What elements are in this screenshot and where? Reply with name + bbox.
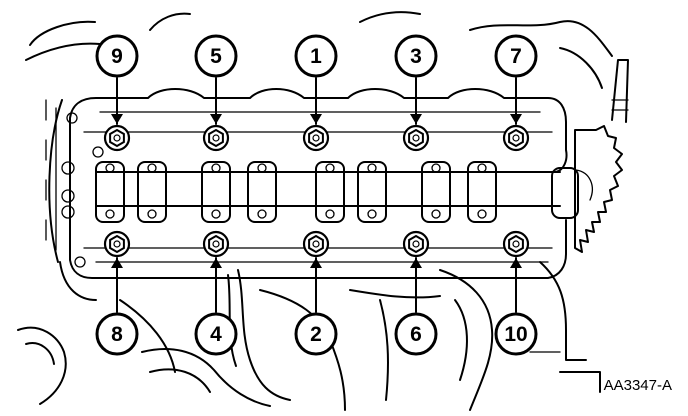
callout-bubble [194,34,238,78]
bearing-cap [247,161,277,223]
bearing-cap-stud [257,209,267,219]
callout-bubble [194,312,238,356]
bearing-cap-stud [147,209,157,219]
bearing-cap [357,161,387,223]
callout-bubble [394,34,438,78]
head-bolt-5 [202,124,230,152]
bolt-callout-6: 6 [394,230,438,356]
callout-bubble [294,34,338,78]
bearing-cap-stud [257,163,267,173]
callout-bubble [95,312,139,356]
bolt-callout-8: 8 [95,230,139,356]
callout-number: 7 [510,45,522,68]
head-bolt-6 [402,230,430,258]
bearing-cap-stud [325,163,335,173]
callout-number: 10 [504,323,527,346]
bearing-cap-stud [477,209,487,219]
bolt-callout-2: 2 [294,230,338,356]
leader-arrowhead [111,114,123,124]
left-end-bosses [61,112,104,268]
bearing-cap-stud [367,209,377,219]
callout-number: 6 [410,323,422,346]
callout-bubble [294,312,338,356]
bearing-cap-stud [211,163,221,173]
leader-arrowhead [510,114,522,124]
leader-arrowhead [410,114,422,124]
bolt-callout-9: 9 [95,34,139,152]
bolt-callout-3: 3 [394,34,438,152]
head-bolt-10 [502,230,530,258]
bolt-callout-7: 7 [494,34,538,152]
bearing-cap-stud [431,209,441,219]
leader-arrowhead [410,258,422,268]
head-bolt-8 [103,230,131,258]
bearing-cap-stud [211,209,221,219]
engine-background-outline [17,11,629,411]
head-bolt-1 [302,124,330,152]
figure-id-label: AA3347-A [604,377,672,394]
head-bolt-4 [202,230,230,258]
bearing-cap-stud [325,209,335,219]
bearing-cap [467,161,497,223]
leader-arrowhead [210,114,222,124]
callout-bubble [494,34,538,78]
bolt-callout-10: 10 [494,230,538,356]
cylinder-head-outline [45,88,568,279]
bearing-cap-stud [367,163,377,173]
head-bolt-3 [402,124,430,152]
cam-sprocket [551,125,623,253]
bearing-cap [201,161,231,223]
bolt-callout-4: 4 [194,230,238,356]
callout-bubble [95,34,139,78]
head-bolt-2 [302,230,330,258]
camshaft-bearing-caps [95,161,497,223]
callout-number: 2 [310,323,322,346]
bearing-cap-stud [105,163,115,173]
bolt-callouts: 9 5 1 3 7 8 4 2 6 10 [95,34,538,356]
bearing-cap-stud [147,163,157,173]
camshaft [95,171,561,207]
callout-number: 9 [111,45,123,68]
bearing-cap [95,161,125,223]
bearing-cap-stud [105,209,115,219]
callout-bubble [494,312,538,356]
callout-number: 3 [410,45,422,68]
bearing-cap-stud [477,163,487,173]
bolt-callout-1: 1 [294,34,338,152]
leader-arrowhead [111,258,123,268]
callout-number: 4 [210,323,222,346]
callout-bubble [394,312,438,356]
bearing-cap [315,161,345,223]
bearing-cap [137,161,167,223]
head-bolt-9 [103,124,131,152]
bearing-cap-stud [431,163,441,173]
bolt-callout-5: 5 [194,34,238,152]
callout-number: 8 [111,323,123,346]
leader-arrowhead [310,258,322,268]
bearing-cap [421,161,451,223]
callout-number: 5 [210,45,222,68]
leader-arrowhead [310,114,322,124]
head-bolt-7 [502,124,530,152]
leader-arrowhead [510,258,522,268]
leader-arrowhead [210,258,222,268]
callout-number: 1 [310,45,322,68]
